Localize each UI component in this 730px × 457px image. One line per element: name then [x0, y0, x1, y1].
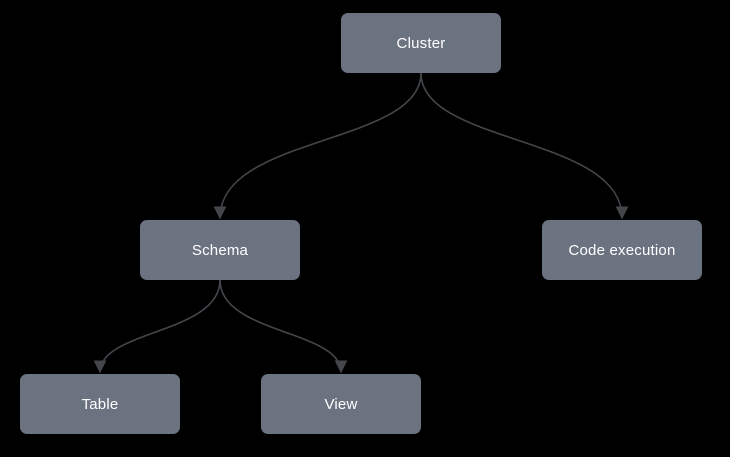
- edge-schema-to-view: [219, 279, 348, 374]
- edge-cluster-to-schema: [213, 72, 422, 220]
- edge-schema-to-table: [93, 279, 221, 374]
- node-schema[interactable]: Schema: [140, 220, 300, 280]
- node-code-execution[interactable]: Code execution: [542, 220, 702, 280]
- node-view[interactable]: View: [261, 374, 421, 434]
- node-table-label: Table: [81, 395, 119, 413]
- node-code-execution-label: Code execution: [568, 241, 676, 259]
- edge-cluster-to-code-execution: [420, 72, 629, 220]
- node-cluster-label: Cluster: [396, 34, 446, 52]
- node-view-label: View: [324, 395, 358, 413]
- node-table[interactable]: Table: [20, 374, 180, 434]
- node-schema-label: Schema: [191, 241, 249, 259]
- node-cluster[interactable]: Cluster: [341, 13, 501, 73]
